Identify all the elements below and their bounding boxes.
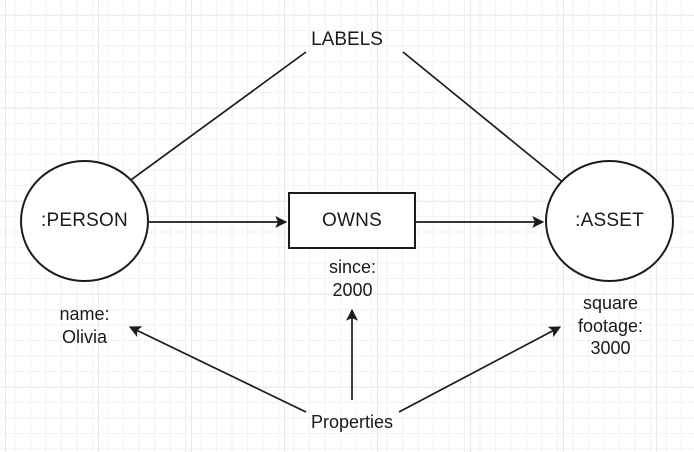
node-asset[interactable]: :ASSET <box>545 160 674 282</box>
node-owns-label: OWNS <box>322 209 382 231</box>
labels-heading: LABELS <box>311 29 383 50</box>
edge-labels-person <box>97 51 307 205</box>
node-person-label: :PERSON <box>41 210 128 231</box>
node-person[interactable]: :PERSON <box>20 160 149 282</box>
annotation-asset-property: square footage: 3000 <box>577 293 644 358</box>
edge-properties-footage <box>398 326 562 413</box>
properties-heading: Properties <box>310 412 394 432</box>
node-owns[interactable]: OWNS <box>288 192 416 249</box>
edge-properties-name <box>128 326 307 413</box>
annotation-person-property: name: Olivia <box>59 304 110 347</box>
node-asset-label: :ASSET <box>575 210 644 231</box>
annotation-owns-property: since: 2000 <box>328 257 377 300</box>
